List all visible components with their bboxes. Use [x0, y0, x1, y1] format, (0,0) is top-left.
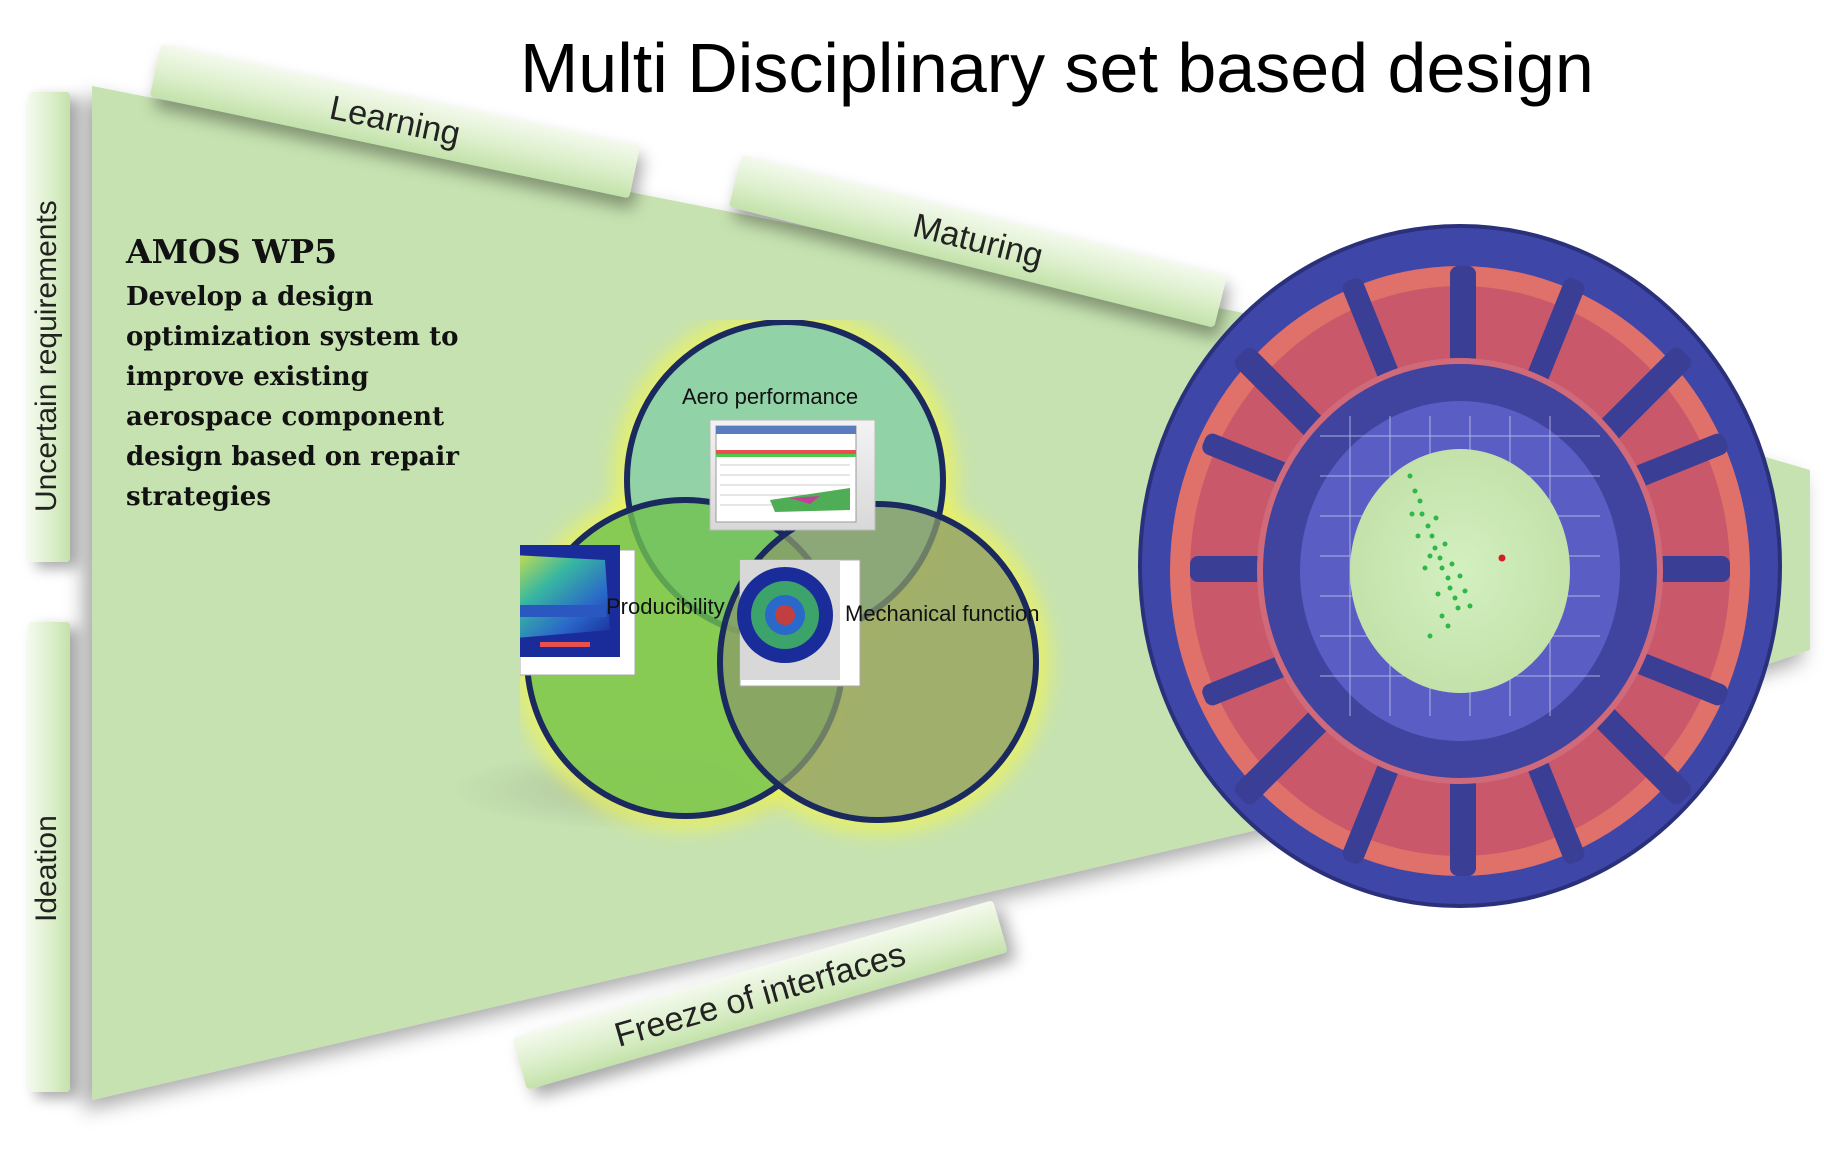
project-line: optimization system to — [126, 322, 459, 352]
uncertain-requirements-label: Uncertain requirements — [30, 200, 63, 512]
hub-opening — [1350, 449, 1570, 693]
ideation-band — [28, 622, 70, 1092]
project-line: design based on repair — [126, 442, 459, 472]
project-line: strategies — [126, 482, 271, 512]
aero-label: Aero performance — [682, 384, 859, 409]
page-title: Multi Disciplinary set based design — [520, 29, 1594, 107]
mechanical-screenshot — [737, 559, 861, 687]
scatter-cloud — [1407, 473, 1473, 639]
project-line: Develop a design — [126, 282, 374, 312]
project-line: aerospace component — [126, 402, 445, 432]
project-description: AMOS WP5 Develop a design optimization s… — [126, 232, 566, 517]
turbine-wheel — [1138, 224, 1782, 908]
venn-diagram — [520, 320, 1050, 834]
producibility-screenshot — [520, 545, 636, 676]
vanes — [1190, 266, 1730, 876]
scatter-marker-red — [1498, 554, 1506, 562]
project-line: improve existing — [126, 362, 369, 392]
mechanical-label: Mechanical function — [845, 601, 1040, 626]
aero-screenshot — [709, 419, 876, 531]
project-heading: AMOS WP5 — [126, 232, 338, 271]
ideation-label: Ideation — [30, 815, 63, 922]
uncertain-requirements-band — [28, 92, 70, 562]
producibility-label: Producibility — [606, 594, 725, 619]
